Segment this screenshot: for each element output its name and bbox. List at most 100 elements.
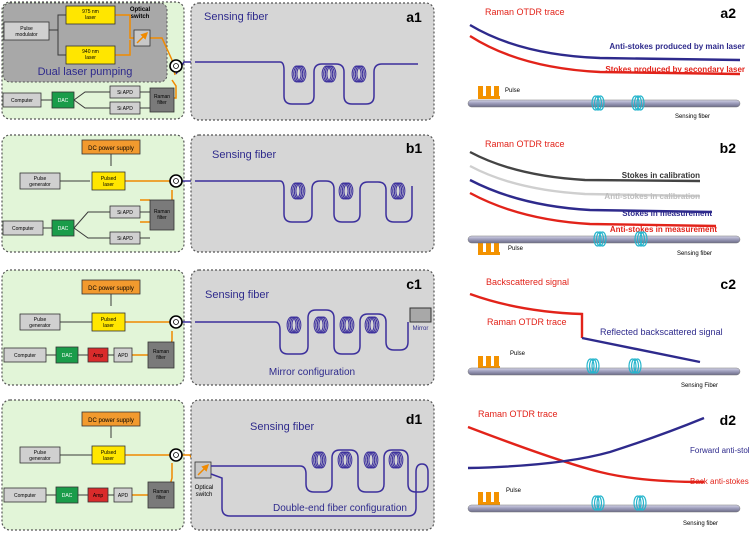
anti-meas-label: Anti-stokes in measurement [610,225,717,234]
sensing-fiber-path [210,449,429,517]
coil-icon [596,95,605,111]
dc-power-box [81,411,141,427]
amp-label: Amp [93,353,104,359]
sensing-fiber-tube [467,367,741,376]
dac-label: DAC [58,226,69,232]
dac-box [55,346,79,364]
fiber-coil [393,451,404,469]
pulse-base [478,96,500,99]
raman-filter-box [149,87,175,113]
fiber-box [190,399,435,531]
coil-icon [631,95,640,111]
fiber-coil [344,316,355,334]
sensing-fiber-caption: Sensing fiber [675,114,710,120]
anti-stokes-curve [469,23,741,62]
pulse-icon [478,356,500,369]
stokes-cal-curve [469,150,701,183]
sensing-fiber-caption: Sensing fiber [683,521,718,527]
coil-icon [628,358,637,374]
stokes-label: Stokes produced by secondary laser [605,65,745,74]
pulse-bar [494,492,499,502]
panel-label-c2: c2 [720,276,736,292]
sensing-fiber-path [195,309,409,355]
sensing-fiber-label: Sensing fiber [212,149,277,161]
panel-label-b2: b2 [720,140,737,156]
dc-power-label: DC power supply [88,418,134,424]
fiber-coil [343,182,354,200]
coil-icon [639,231,648,247]
pulse-bar [494,242,499,252]
pulse-bar [486,86,491,96]
panel-a2: Raman OTDR trace a2 Anti-stokes produced… [467,5,745,120]
si-apd-2-label: Si APD [117,106,133,112]
pulse-bar [486,356,491,366]
sensing-fiber-label: Sensing fiber [205,289,270,301]
raman-filter-box [147,341,175,369]
si-apd-1-label: Si APD [117,90,133,96]
coil-icon [630,358,640,374]
pulse-modulator-box [3,21,50,41]
anti-cal-curve [469,164,701,198]
pulse-generator-box [19,172,61,190]
computer-label: Computer [14,493,36,499]
fiber-coil [326,65,337,83]
backscattered-label: Backscattered signal [486,277,569,287]
coil-icon [591,95,600,111]
apd-label: APD [118,353,129,359]
mirror-box [409,307,432,323]
trace-title: Raman OTDR trace [485,7,565,17]
circulator-icon [169,315,183,329]
raman-filter-box [149,199,175,231]
forward-label: Forward anti-stokes [690,446,749,455]
pulse-bar [478,86,483,96]
config-label: Mirror configuration [269,367,355,378]
raman-filter-box [147,481,175,509]
fiber-coil [291,316,302,334]
coil-icon [593,231,602,247]
fiber-coil [316,451,327,469]
coil-icon [635,495,645,511]
circulator-icon [169,59,183,73]
si-apd-1-box [109,85,141,99]
coil-icon [638,495,647,511]
panel-label-c1: c1 [406,276,422,292]
sensing-fiber-label: Sensing fiber [250,421,315,433]
stokes-cal-label: Stokes in calibration [622,171,700,180]
dual-laser-title: Dual laser pumping [38,66,133,78]
computer-label: Computer [12,226,34,232]
pulsed-laser-box [91,312,126,332]
coil-icon [598,231,607,247]
fiber-box [190,269,435,386]
setup-box [1,399,185,531]
amp-label: Amp [93,493,104,499]
pulse-label: Pulse [510,351,526,357]
sensing-fiber-caption: Sensing fiber [677,251,712,257]
coil-icon [591,495,600,511]
pulse-icon [478,492,500,505]
dac-box [55,486,79,504]
panel-c2: Backscattered signal c2 Raman OTDR trace… [467,276,741,389]
pulse-bar [494,86,499,96]
pulse-bar [478,356,483,366]
sensing-fiber-label: Sensing fiber [204,11,269,23]
pulse-icon [478,242,500,255]
anti-cal-label: Anti-stokes in calibration [604,192,700,201]
panel-label-a1: a1 [406,9,422,25]
circulator-icon [169,448,183,462]
fiber-coil [295,182,306,200]
si-apd-2-box [109,231,141,245]
panel-b2: Raman OTDR trace b2 Stokes in calibratio… [467,139,741,257]
computer-box [3,487,47,503]
circulator-icon [169,174,183,188]
